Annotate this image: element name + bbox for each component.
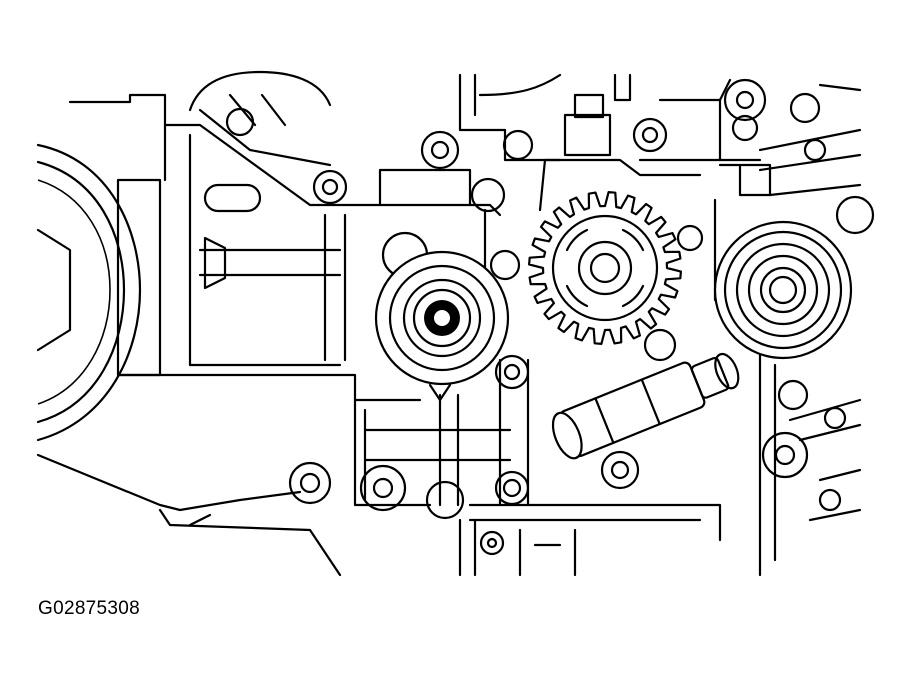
tensioner-pulley	[376, 233, 508, 400]
idler-pulley	[715, 222, 851, 358]
lower-housing	[38, 455, 340, 575]
center-housing	[355, 210, 720, 575]
camshaft-sprocket	[529, 192, 681, 344]
right-structure	[715, 80, 860, 575]
engine-block-outline	[70, 72, 470, 400]
crankshaft-pulley	[38, 145, 140, 440]
hydraulic-tensioner	[547, 345, 745, 462]
figure-code: G02875308	[38, 598, 141, 619]
top-structure	[380, 75, 760, 215]
